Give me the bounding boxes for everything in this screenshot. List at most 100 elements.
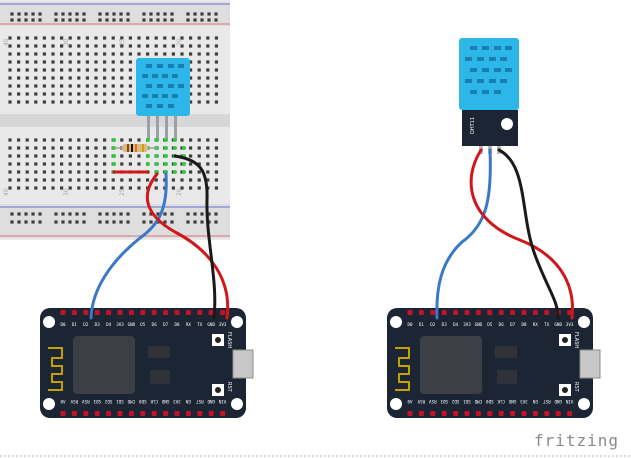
breadboard-hole	[128, 60, 132, 64]
rail-hole	[207, 18, 211, 22]
pin-header	[208, 310, 214, 315]
breadboard-hole	[85, 60, 89, 64]
pin-label: GND	[554, 399, 562, 404]
breadboard-hole	[34, 68, 38, 72]
rail-hole	[24, 212, 28, 216]
breadboard-hole	[206, 146, 210, 150]
breadboard-hole	[197, 100, 201, 104]
pin-header	[220, 310, 226, 315]
pin-label: SD3	[440, 399, 448, 404]
breadboard-hole	[77, 68, 81, 72]
breadboard-hole	[128, 92, 132, 96]
breadboard-hole	[163, 36, 167, 40]
breadboard-hole	[42, 170, 46, 174]
rail-hole	[119, 220, 123, 224]
rail-hole	[142, 212, 146, 216]
breadboard-hole	[197, 52, 201, 56]
breadboard-hole	[25, 60, 29, 64]
breadboard-hole	[51, 178, 55, 182]
breadboard-hole	[77, 162, 81, 166]
pin-header	[453, 411, 459, 416]
breadboard-hole	[103, 76, 107, 80]
breadboard-hole	[180, 186, 184, 190]
wire-gnd-left	[173, 154, 217, 320]
pin-label: RST	[543, 399, 551, 404]
breadboard-hole	[25, 76, 29, 80]
pin-label: D5	[140, 322, 146, 327]
breadboard-hole	[206, 154, 210, 158]
pin-label: GND	[161, 399, 169, 404]
pin-header	[71, 411, 77, 416]
breadboard-hole	[17, 60, 21, 64]
breadboard-hole	[214, 162, 218, 166]
breadboard-hole	[206, 52, 210, 56]
breadboard-hole	[77, 154, 81, 158]
breadboard-hole	[128, 76, 132, 80]
rail-hole	[98, 212, 102, 216]
mount-hole	[578, 316, 590, 328]
breadboard-hole	[68, 162, 72, 166]
breadboard-hole	[60, 146, 64, 150]
breadboard-hole	[60, 36, 64, 40]
rail-hole	[170, 18, 174, 22]
breadboard-hole	[154, 52, 158, 56]
wires	[89, 148, 574, 320]
breadboard-hole	[25, 44, 29, 48]
wire-vcc-right	[469, 148, 574, 320]
center-channel	[0, 114, 230, 127]
breadboard-hole	[17, 146, 21, 150]
breadboard-hole	[34, 44, 38, 48]
breadboard-hole	[189, 52, 193, 56]
rail-hole	[82, 18, 86, 22]
pin-label: RST	[196, 399, 204, 404]
pin-label: GND	[554, 322, 562, 327]
pin-header	[487, 411, 493, 416]
breadboard-hole	[51, 154, 55, 158]
breadboard-hole	[197, 186, 201, 190]
rail-hole	[156, 18, 160, 22]
rail-hole	[163, 12, 167, 16]
breadboard-hole	[171, 178, 175, 182]
pin-label: D7	[163, 322, 169, 327]
breadboard-hole	[180, 52, 184, 56]
breadboard-hole	[42, 52, 46, 56]
breadboard-hole	[85, 44, 89, 48]
breadboard-hole	[42, 68, 46, 72]
pin-header	[71, 310, 77, 315]
breadboard-hole	[180, 138, 184, 142]
breadboard-hole	[42, 60, 46, 64]
rail-hole	[17, 12, 21, 16]
breadboard-hole	[189, 138, 193, 142]
breadboard-hole	[34, 170, 38, 174]
rail-hole	[186, 12, 190, 16]
pin-label: D7	[510, 322, 516, 327]
breadboard-hole	[111, 36, 115, 40]
breadboard-hole	[171, 44, 175, 48]
pin-label: A0	[407, 399, 413, 404]
rail-hole	[156, 12, 160, 16]
breadboard-hole	[128, 178, 132, 182]
breadboard-hole	[68, 92, 72, 96]
rail-hole	[112, 18, 116, 22]
pin-header	[532, 310, 538, 315]
wire-gnd-right	[497, 148, 560, 320]
breadboard-hole	[25, 178, 29, 182]
breadboard-hole	[206, 92, 210, 96]
rail-hole	[68, 212, 72, 216]
breadboard-hole	[206, 170, 210, 174]
esp-module	[420, 336, 482, 394]
pin-header	[60, 411, 66, 416]
breadboard-hole	[25, 170, 29, 174]
breadboard-hole	[60, 68, 64, 72]
breadboard-hole	[85, 76, 89, 80]
breadboard-hole	[214, 68, 218, 72]
breadboard-hole	[25, 68, 29, 72]
pin-label: VIN	[565, 399, 573, 404]
pin-label: RSV	[417, 399, 425, 404]
breadboard-hole	[8, 100, 12, 104]
rail-hole	[142, 18, 146, 22]
breadboard-hole	[77, 100, 81, 104]
rail-hole	[149, 212, 153, 216]
pin-label: SD0	[139, 399, 147, 404]
rail-hole	[112, 212, 116, 216]
